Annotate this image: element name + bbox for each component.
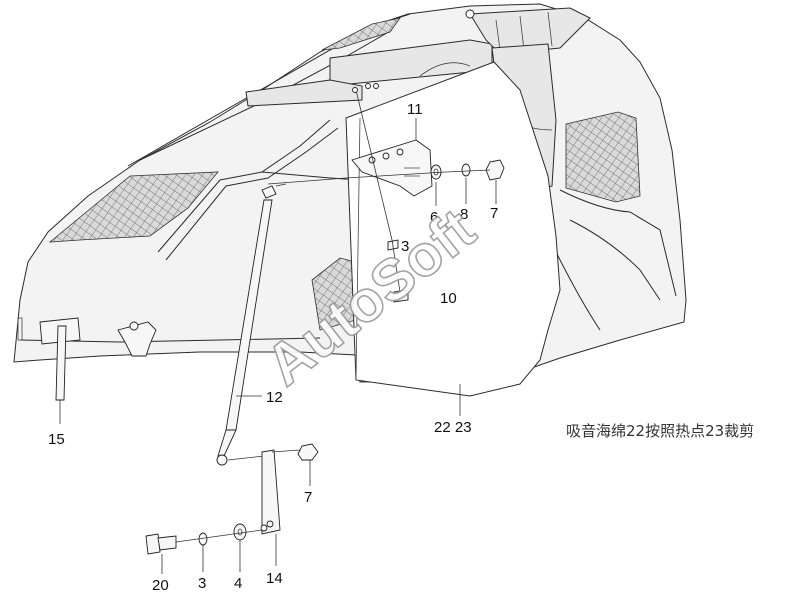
bracket-14	[260, 449, 281, 535]
callout-14: 14	[266, 570, 283, 587]
callout-3-lower: 3	[198, 575, 206, 592]
callout-20: 20	[152, 577, 169, 594]
callout-3-upper: 3	[401, 238, 409, 255]
washer-6	[430, 164, 442, 180]
bolt-20	[145, 533, 177, 555]
callout-labels: 11 6 8 7 3 10 12 15 22 23 7 20 3 4 14	[48, 101, 498, 594]
callout-8: 8	[460, 206, 468, 223]
top-pins	[352, 83, 379, 93]
callout-22-23: 22 23	[434, 419, 472, 436]
callout-10: 10	[440, 290, 457, 307]
callout-15: 15	[48, 431, 65, 448]
latch-15	[39, 317, 81, 401]
hinge-bracket	[117, 321, 157, 357]
leader-lines	[59, 118, 497, 574]
callout-7-lower: 7	[304, 489, 312, 506]
callout-11: 11	[407, 101, 423, 118]
callout-6: 6	[430, 209, 438, 226]
washer-4	[233, 523, 247, 541]
cutting-note: 吸音海绵22按照热点23裁剪	[566, 422, 754, 440]
callout-7-upper: 7	[490, 205, 498, 222]
nut-7-lower	[297, 443, 319, 461]
callout-12: 12	[266, 389, 283, 406]
gas-spring-12	[216, 183, 287, 466]
callout-4: 4	[234, 575, 242, 592]
washer-8	[461, 163, 471, 177]
bolt-10	[393, 289, 409, 303]
